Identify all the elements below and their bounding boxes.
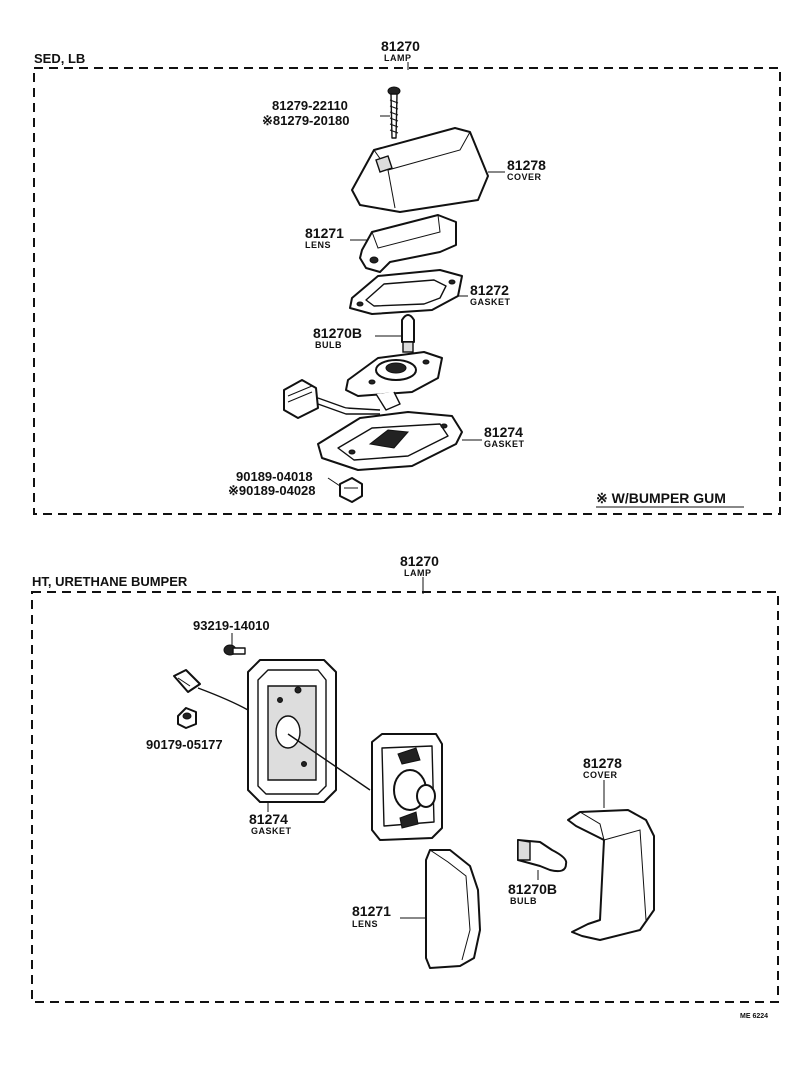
bottom-cover-number: 81278	[583, 755, 622, 771]
connector-icon	[283, 379, 381, 419]
top-section: SED, LB 81270 LAMP 81279-22110 ※81279-20…	[33, 38, 781, 515]
bottom-assembly-name: LAMP	[404, 568, 432, 578]
socket-holder-icon	[345, 351, 443, 411]
top-assembly-number: 81270	[381, 38, 420, 54]
bottom-lens-number: 81271	[352, 903, 391, 919]
plug-connector-icon	[173, 669, 249, 711]
cover-icon	[351, 127, 489, 213]
lens-part-name: LENS	[305, 240, 331, 250]
bottom-lens-icon	[425, 849, 481, 969]
bottom-section-title: HT, URETHANE BUMPER	[32, 574, 188, 589]
clip-part-number-1: 90189-04018	[236, 469, 313, 484]
bottom-bulb-number: 81270B	[508, 881, 557, 897]
bottom-cover-name: COVER	[583, 770, 618, 780]
top-assembly-name: LAMP	[384, 53, 412, 63]
lens-icon	[359, 214, 457, 273]
bottom-bulb-icon	[517, 839, 568, 873]
gasket-81272-number: 81272	[470, 282, 509, 298]
bolt-part-number: 93219-14010	[193, 618, 270, 633]
clip-part-number-2: ※90189-04028	[228, 483, 316, 498]
bulb-part-name: BULB	[315, 340, 342, 350]
clip-leader	[327, 477, 341, 487]
bottom-gasket-number: 81274	[249, 811, 288, 827]
gasket-81274-number: 81274	[484, 424, 523, 440]
clip-nut-icon	[339, 477, 363, 503]
screw-icon	[387, 86, 401, 139]
bottom-section-frame	[31, 591, 779, 1003]
cover-part-name: COVER	[507, 172, 542, 182]
screw-part-number-1: 81279-22110	[272, 98, 348, 113]
socket-housing-icon	[371, 733, 443, 841]
gasket-81272-name: GASKET	[470, 297, 511, 307]
bolt-icon	[223, 644, 246, 656]
bottom-bulb-name: BULB	[510, 896, 537, 906]
gasket-icon	[349, 269, 463, 315]
figure-code: ME 6224	[740, 1013, 768, 1020]
lens-part-number: 81271	[305, 225, 344, 241]
bumper-gum-note: ※ W/BUMPER GUM	[596, 490, 726, 506]
bulb-icon	[401, 314, 415, 353]
cover-part-number: 81278	[507, 157, 546, 173]
nut-part-number: 90179-05177	[146, 737, 223, 752]
bottom-gasket-name: GASKET	[251, 826, 292, 836]
bottom-lens-name: LENS	[352, 919, 378, 929]
bottom-assembly-number: 81270	[400, 553, 439, 569]
top-section-title: SED, LB	[34, 51, 85, 66]
bottom-section: HT, URETHANE BUMPER 81270 LAMP 93219-140…	[31, 553, 779, 1020]
nut-icon	[177, 707, 197, 729]
bottom-gasket-icon	[247, 659, 371, 803]
screw-part-number-2: ※81279-20180	[262, 113, 350, 128]
gasket-81274-name: GASKET	[484, 439, 525, 449]
bottom-cover-icon	[567, 809, 655, 941]
bulb-part-number: 81270B	[313, 325, 362, 341]
base-gasket-icon	[317, 411, 463, 471]
top-section-frame	[33, 67, 781, 515]
